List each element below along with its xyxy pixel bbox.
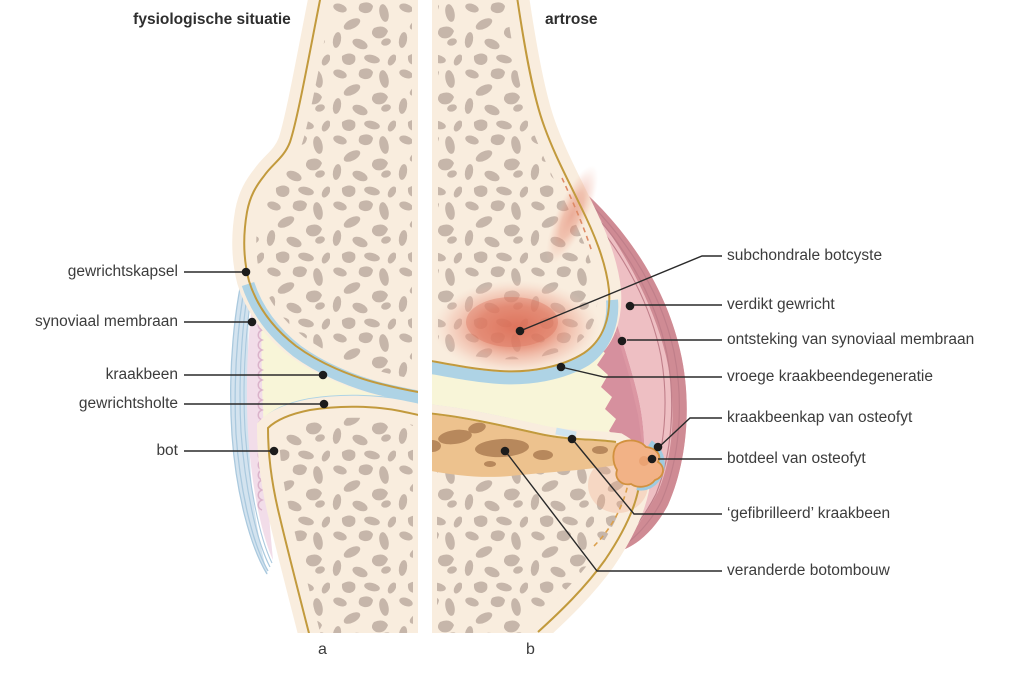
tibia-arthrosis bbox=[432, 404, 665, 633]
panel-letter-b: b bbox=[526, 641, 535, 658]
label-subchondrale-botcyste: subchondrale botcyste bbox=[727, 247, 883, 264]
tibia-physiological bbox=[256, 394, 418, 633]
femur-cartilage bbox=[241, 281, 418, 404]
label-ontsteking-synoviaal-membraan: ontsteking van synoviaal membraan bbox=[727, 331, 975, 348]
femur-arthrosis bbox=[432, 0, 622, 385]
panel-letter-a: a bbox=[318, 641, 327, 658]
tibia-outline-b-side bbox=[537, 477, 641, 633]
label-kraakbeenkap-van-osteofyt: kraakbeenkap van osteofyt bbox=[727, 409, 913, 426]
subchondral-bone-cyst bbox=[432, 280, 600, 374]
label-bot: bot bbox=[156, 442, 178, 459]
label-gewrichtskapsel: gewrichtskapsel bbox=[67, 263, 178, 280]
femur-outline bbox=[243, 0, 418, 394]
label-vroege-kraakbeendegeneratie: vroege kraakbeendegeneratie bbox=[727, 368, 933, 385]
leader-dots bbox=[241, 267, 663, 464]
label-gefibrilleerd-kraakbeen: ‘gefibrilleerd’ kraakbeen bbox=[727, 505, 891, 522]
joint-capsule-layers bbox=[230, 246, 273, 575]
leader-lines bbox=[184, 255, 722, 572]
panel-a-illustration bbox=[230, 0, 418, 633]
degenerated-cartilage-patch bbox=[555, 427, 577, 439]
tibia-outline bbox=[266, 405, 418, 633]
edge-inflammation-blush bbox=[545, 165, 599, 265]
osteophyte-bone bbox=[612, 439, 664, 488]
panel-b-illustration bbox=[432, 0, 687, 633]
panel-b-title: artrose bbox=[545, 11, 598, 28]
tibia-outline-b-top bbox=[432, 412, 617, 443]
original-contour-dashed-top bbox=[561, 177, 593, 253]
label-gewrichtsholte: gewrichtsholte bbox=[78, 395, 178, 412]
synovial-membrane-wavy-line bbox=[257, 309, 265, 511]
label-botdeel-van-osteofyt: botdeel van osteofyt bbox=[727, 450, 866, 467]
femur-outline-b bbox=[432, 0, 611, 373]
label-kraakbeen: kraakbeen bbox=[105, 366, 178, 383]
label-verdikt-gewricht: verdikt gewricht bbox=[727, 296, 835, 313]
label-synoviaal-membraan: synoviaal membraan bbox=[34, 313, 178, 330]
label-veranderde-botombouw: veranderde botombouw bbox=[727, 562, 890, 579]
femur-physiological bbox=[232, 0, 418, 405]
panel-a-title: fysiologische situatie bbox=[133, 11, 291, 28]
original-contour-dashed-bottom bbox=[593, 469, 631, 547]
femur-cartilage-b bbox=[432, 299, 619, 385]
